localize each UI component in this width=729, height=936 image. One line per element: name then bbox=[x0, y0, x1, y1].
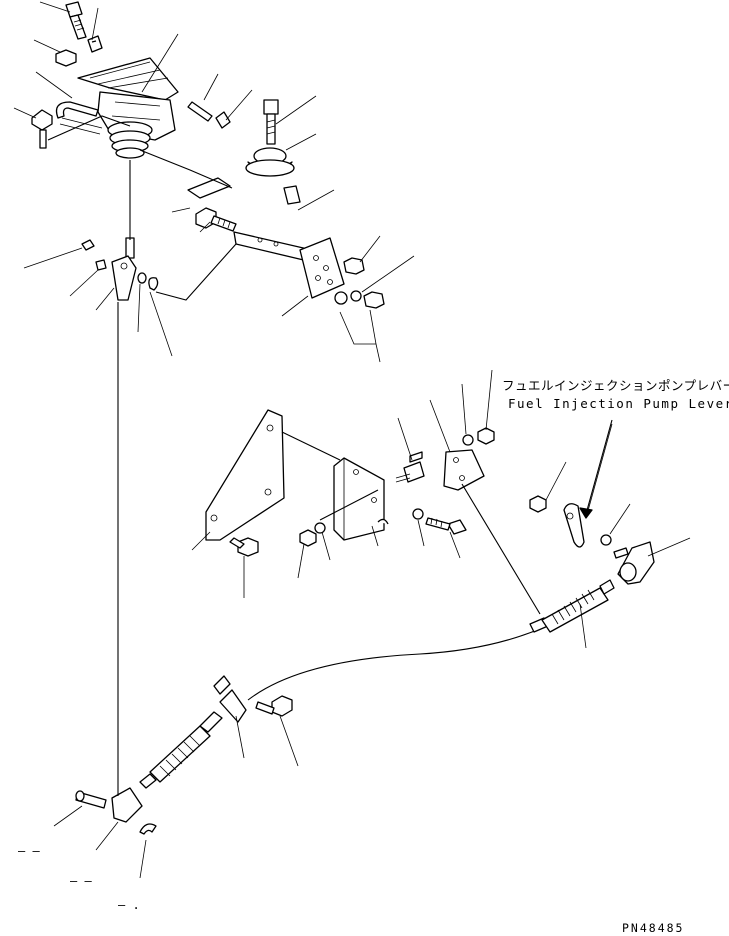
cable-clamp bbox=[219, 689, 247, 723]
nut-a bbox=[343, 257, 365, 275]
bracket-assembly bbox=[187, 177, 385, 309]
nut-top-right bbox=[477, 427, 495, 445]
dash-label-c: – . bbox=[118, 898, 140, 912]
washer-small bbox=[81, 239, 95, 251]
pedal-knob bbox=[245, 99, 295, 177]
cable-end-left bbox=[149, 725, 211, 783]
large-bracket bbox=[205, 409, 285, 541]
lever-arm bbox=[111, 255, 137, 301]
rod-lever bbox=[81, 237, 159, 301]
cable-line bbox=[247, 627, 543, 701]
clip bbox=[87, 35, 103, 53]
bottom-clevis bbox=[75, 787, 157, 835]
pin bbox=[187, 101, 213, 122]
pump-lever-parts bbox=[529, 495, 655, 585]
ball-joint bbox=[613, 541, 655, 585]
clip-bottom bbox=[139, 823, 157, 835]
dash-label-a: – – bbox=[18, 844, 40, 858]
clamp-bolt bbox=[255, 695, 293, 717]
pump-lever-label-jp: フュエルインジェクションポンプレバー bbox=[502, 378, 729, 393]
control-cable bbox=[139, 579, 615, 789]
clevis bbox=[111, 787, 143, 823]
pump-lever bbox=[563, 503, 585, 548]
cotter-washer bbox=[137, 272, 147, 284]
washer-a bbox=[334, 291, 348, 305]
bracket-plate bbox=[443, 449, 485, 491]
washer-e bbox=[600, 534, 612, 546]
cotter-pin bbox=[148, 277, 159, 291]
washer-top bbox=[462, 434, 474, 446]
rod-end bbox=[125, 237, 135, 259]
reference-code: PN48485 bbox=[622, 921, 684, 935]
bolt-d bbox=[425, 517, 467, 535]
bolt-left bbox=[31, 109, 53, 131]
flange-bolt bbox=[195, 207, 237, 232]
bracket-tab bbox=[283, 185, 301, 205]
spring-clip bbox=[215, 111, 231, 129]
stud-nut bbox=[395, 451, 425, 483]
mount-plate bbox=[299, 237, 345, 299]
nut-c bbox=[299, 529, 317, 547]
bracket-arrow bbox=[187, 177, 231, 199]
pump-bracket-assembly bbox=[205, 409, 495, 557]
u-bolt bbox=[55, 101, 99, 119]
flange-bolt-b bbox=[229, 537, 259, 557]
bellows-boot bbox=[107, 121, 153, 159]
nut-top bbox=[55, 49, 77, 67]
pedal-assembly bbox=[31, 1, 295, 177]
pedal-plate bbox=[77, 57, 179, 101]
nut-e bbox=[529, 495, 547, 513]
pump-lever-arrow bbox=[579, 419, 613, 519]
pin-small bbox=[95, 259, 107, 271]
washer-c bbox=[314, 522, 326, 534]
pump-lever-label-en: Fuel Injection Pump Lever bbox=[508, 396, 729, 411]
bracket-strip bbox=[233, 231, 313, 263]
washer-d bbox=[412, 508, 424, 520]
nut-b bbox=[363, 291, 385, 309]
bolt-top bbox=[65, 1, 87, 40]
leader-lines bbox=[13, 1, 691, 879]
dash-label-b: – – bbox=[70, 874, 92, 888]
